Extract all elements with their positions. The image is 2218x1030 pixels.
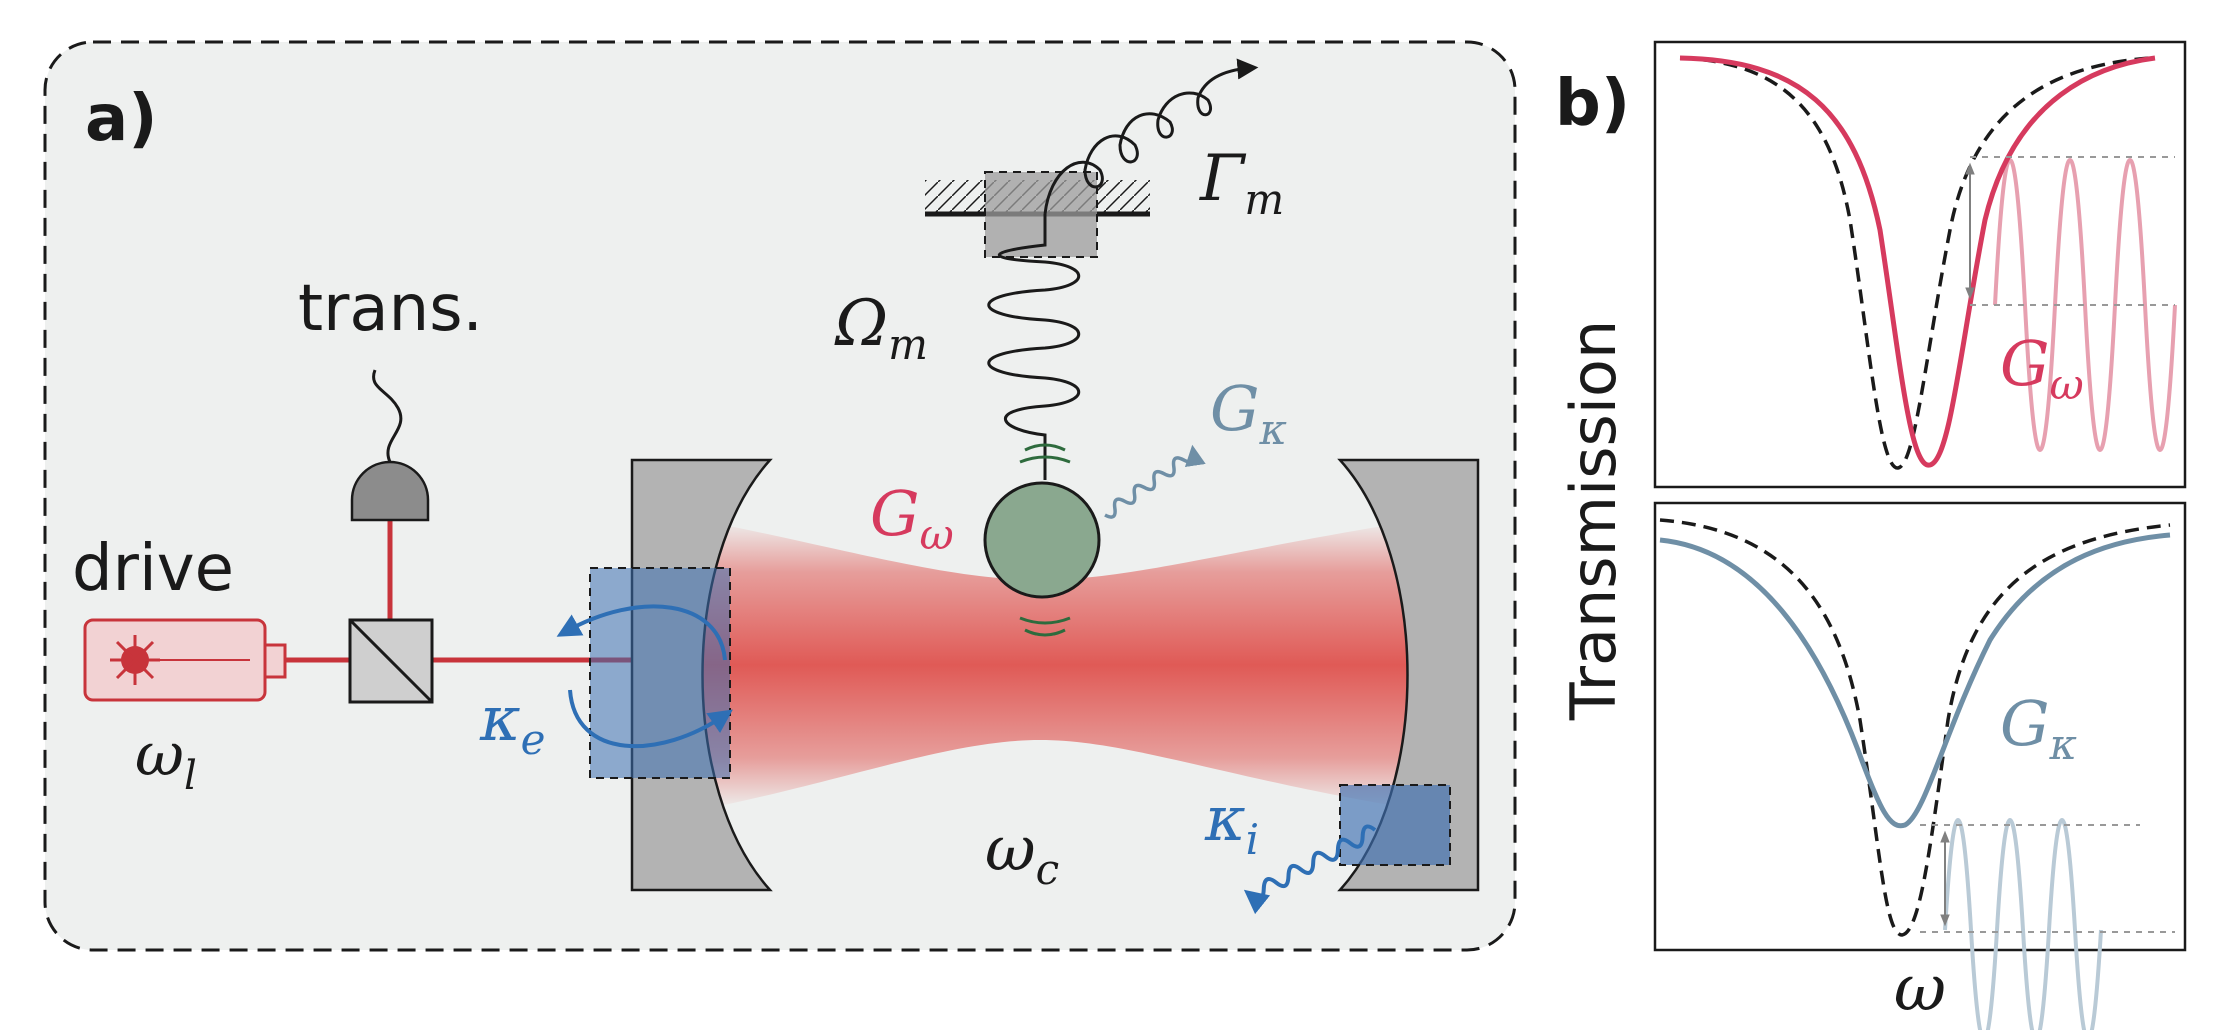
top-shifted-curve xyxy=(1679,55,2156,468)
top-plot-frame xyxy=(1653,40,2187,489)
g-omega-label-a: Gω xyxy=(870,477,954,559)
bottom-reference-curve xyxy=(1659,518,2171,937)
panel-b-label: b) xyxy=(1555,67,1630,141)
omega-c-label: ωc xyxy=(985,812,1059,894)
panel-a-frame xyxy=(43,40,1517,952)
top-reference-curve xyxy=(1679,56,2151,470)
bottom-range-guides xyxy=(1920,824,2175,933)
mechanical-resonator-sphere xyxy=(983,481,1101,599)
bottom-plot-frame xyxy=(1653,501,2187,952)
transmission-axis-label: Transmission xyxy=(1557,320,1630,722)
kappa-e-label: κe xyxy=(479,682,546,764)
laser-source xyxy=(83,618,287,702)
trans-label: trans. xyxy=(298,272,483,346)
beam-splitter xyxy=(348,618,434,704)
g-kappa-label-a: Gκ xyxy=(1210,372,1287,454)
omega-x-axis-label: ω xyxy=(1894,952,1946,1026)
omega-m-label: Ωm xyxy=(834,287,928,369)
top-modulation-sine xyxy=(1993,158,2177,452)
g-kappa-label-b: Gκ xyxy=(2000,687,2077,769)
input-coupling-region xyxy=(589,567,731,779)
motion-indicator-top xyxy=(1019,443,1071,464)
mechanical-spring xyxy=(987,214,1080,480)
drive-label: drive xyxy=(72,532,234,606)
panel-b: b) Transmission Gω Gκ ω xyxy=(1555,40,2187,1030)
g-kappa-wavy-arrow xyxy=(1104,444,1206,519)
panel-a: a) drive ωl xyxy=(43,40,1517,952)
kappa-e-arrow-out xyxy=(556,604,727,661)
intrinsic-loss-region xyxy=(1339,784,1451,866)
right-mirror xyxy=(1337,458,1480,892)
motion-indicator-bottom xyxy=(1019,616,1071,637)
g-omega-label-b: Gω xyxy=(2000,327,2084,409)
gamma-m-label: Γm xyxy=(1199,142,1284,224)
omega-l-label: ωl xyxy=(135,720,197,799)
cavity-beam xyxy=(700,520,1420,810)
panel-a-label: a) xyxy=(85,82,157,156)
bottom-broadened-curve xyxy=(1659,532,2171,829)
kappa-i-wavy-arrow xyxy=(1243,824,1377,915)
kappa-i-label: κi xyxy=(1204,782,1259,864)
kappa-e-arrow-in xyxy=(568,689,733,749)
detector xyxy=(350,369,430,522)
mechanical-anchor xyxy=(925,171,1150,258)
top-range-guides xyxy=(1970,156,2175,306)
bottom-modulation-sine xyxy=(1943,818,2103,1030)
gamma-m-loop-arrow xyxy=(1043,58,1259,215)
